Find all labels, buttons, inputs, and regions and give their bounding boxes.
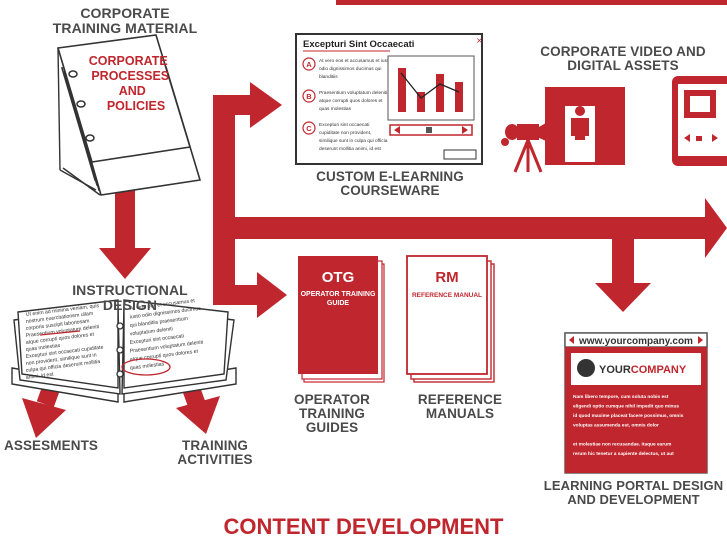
binder-cover-line: AND — [119, 84, 146, 98]
video-camera-icon — [501, 87, 625, 173]
elearning-option[interactable]: B Praesentium voluptatum deleniti atque co… — [302, 89, 387, 112]
label-line: ACTIVITIES — [177, 452, 253, 468]
label-line: REFERENCE — [417, 392, 503, 407]
option-text-line: deserunt mollitia animi, id est — [319, 146, 382, 152]
elearning-close-icon: × — [476, 36, 483, 45]
corporate-binder: CORPORATE PROCESSES AND POLICIES — [56, 34, 202, 196]
label-operator-training-guides: OPERATOR TRAINING GUIDES — [262, 392, 402, 436]
label-line: AND DEVELOPMENT — [567, 491, 700, 507]
elearning-heading: Excepturi Sint Occaecati — [303, 39, 414, 50]
learning-portal-browser: www.yourcompany.com YOURCOMPANY Nam libe… — [564, 332, 708, 474]
binder-cover-text: CORPORATE PROCESSES AND POLICIES — [89, 54, 173, 113]
label-corporate-training-material: CORPORATE TRAINING MATERIAL — [40, 6, 210, 35]
option-circle-icon — [302, 89, 316, 103]
portal-url: www.yourcompany.com — [578, 336, 693, 347]
label-custom-elearning: CUSTOM E-LEARNING COURSEWARE — [300, 169, 480, 199]
otg-book-text: OPERATOR TRAINING — [301, 291, 376, 298]
option-text-line: cupiditate non provident, — [319, 130, 371, 136]
option-text-line: atque corrupti quos dolores et — [319, 98, 383, 104]
portal-body-line: et molestiae non recusandae. Itaque earu… — [573, 442, 671, 448]
label-line: LEARNING PORTAL DESIGN — [543, 478, 724, 493]
label-line: DESIGN — [102, 296, 158, 313]
portal-body-line: Nam libero tempore, cum soluta nobis est — [573, 394, 669, 400]
elearning-chart — [398, 68, 463, 112]
open-book-line: animi, id est — [26, 372, 55, 381]
elearning-screen: × Excepturi Sint Occaecati A At vero eos … — [295, 33, 483, 165]
binder-cover-line: CORPORATE — [89, 54, 168, 68]
rm-book: RM REFERENCE MANUAL — [406, 255, 495, 383]
label-line: CORPORATE — [80, 5, 170, 21]
portal-body-text: Nam libero tempore, cum soluta nobis est… — [573, 394, 684, 457]
open-book-line: quas molestias — [130, 361, 165, 371]
rm-book-text: RM — [435, 269, 458, 286]
portal-body-line: rerum hic tenetur a sapiente delectus, u… — [573, 451, 674, 457]
option-text-line: blanditiis — [319, 74, 338, 80]
option-text-line: similique sunt in culpa qui officia — [319, 138, 388, 144]
binder-cover-line: PROCESSES — [91, 69, 169, 83]
label-assessments: ASSESMENTS — [4, 438, 99, 453]
portal-body-line: eligendi optio cumque nihil impedit quo … — [573, 404, 679, 410]
option-letter: B — [306, 92, 312, 101]
label-line: MANUALS — [425, 406, 495, 422]
open-book-line: voluptatum deleniti — [130, 326, 174, 337]
tablet-icon — [672, 76, 727, 166]
label-training-activities: TRAINING ACTIVITIES — [160, 438, 270, 468]
option-text-line: Praesentium voluptatum deleniti — [319, 90, 387, 96]
portal-brand: YOURCOMPANY — [599, 364, 687, 376]
otg-book-text: OTG — [322, 269, 355, 286]
portal-body-line: voluptas assumenda est, omnis dolor — [573, 423, 659, 429]
label-line: COURSEWARE — [340, 183, 440, 199]
label-line: CORPORATE VIDEO AND — [540, 44, 706, 59]
label-corporate-video: CORPORATE VIDEO AND DIGITAL ASSETS — [533, 44, 713, 74]
elearning-option[interactable]: A At vero eos et accusamus et iusto odio d… — [302, 57, 391, 80]
otg-book: OTG OPERATOR TRAINING GUIDE — [298, 256, 385, 383]
page-title: CONTENT DEVELOPMENT — [223, 514, 504, 539]
option-circle-icon — [302, 57, 316, 71]
option-text-line: odio dignissimos ducimus qui — [319, 66, 381, 72]
elearning-option[interactable]: C Excepturi sint occaecati cupiditate non … — [302, 121, 388, 152]
open-book-line: quas molestias — [26, 343, 61, 353]
option-letter: A — [306, 60, 312, 69]
top-accent-bar — [336, 0, 727, 5]
label-line: CUSTOM E-LEARNING — [316, 169, 464, 184]
label-line: INSTRUCTIONAL — [72, 282, 188, 298]
option-text-line: Excepturi sint occaecati — [319, 122, 369, 128]
elearning-options: A At vero eos et accusamus et iusto odio d… — [302, 57, 391, 152]
binder-cover-line: POLICIES — [107, 99, 165, 113]
label-line: OPERATOR TRAINING — [293, 392, 371, 422]
label-instructional-design: INSTRUCTIONAL DESIGN — [55, 283, 205, 312]
option-text-line: quas molestias — [319, 106, 352, 112]
portal-body-line: id quod maxime placeat facere possimus, … — [573, 413, 684, 419]
flow-arrows — [22, 82, 727, 438]
label-line: DIGITAL ASSETS — [567, 58, 679, 74]
otg-book-text: GUIDE — [327, 300, 350, 307]
option-letter: C — [306, 124, 312, 133]
label-line: TRAINING MATERIAL — [52, 19, 198, 36]
rm-book-text: REFERENCE MANUAL — [412, 292, 482, 299]
option-circle-icon — [302, 121, 316, 135]
label-line: GUIDES — [305, 420, 359, 436]
label-learning-portal: LEARNING PORTAL DESIGN AND DEVELOPMENT — [540, 479, 727, 506]
option-text-line: At vero eos et accusamus et iusto — [319, 58, 391, 64]
label-line: TRAINING — [181, 438, 249, 453]
label-reference-manuals: REFERENCE MANUALS — [405, 392, 515, 422]
